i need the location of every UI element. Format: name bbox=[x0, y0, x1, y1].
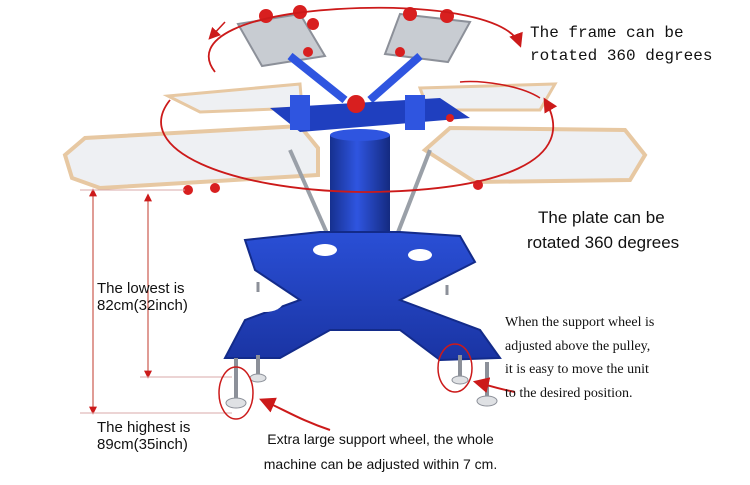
frame-rotation-note: The frame can be rotated 360 degrees bbox=[530, 22, 712, 68]
lowest-height-line-2: 82cm(32inch) bbox=[97, 297, 188, 314]
rotating-hub bbox=[183, 95, 483, 195]
print-head-clamps bbox=[236, 5, 472, 104]
support-wheel-line-1: When the support wheel is bbox=[505, 315, 655, 330]
plate-rotation-arrow bbox=[160, 80, 558, 193]
highest-height-line-2: 89cm(35inch) bbox=[97, 436, 188, 453]
frame-rotation-line-2: rotated 360 degrees bbox=[530, 47, 713, 65]
support-wheel-line-2: adjusted above the pulley, bbox=[505, 338, 651, 354]
extra-wheel-note: Extra large support wheel, the whole mac… bbox=[243, 427, 518, 477]
support-wheel-line-3: it is easy to move the unit bbox=[505, 362, 649, 377]
height-dimension-lines bbox=[80, 188, 232, 415]
support-wheel-note: When the support wheel is adjusted above… bbox=[505, 311, 654, 405]
highest-height-note: The highest is 89cm(35inch) bbox=[97, 419, 190, 453]
lowest-height-note: The lowest is 82cm(32inch) bbox=[97, 280, 188, 314]
frame-rotation-line-1: The frame can be bbox=[530, 24, 684, 42]
extra-wheel-line-2: machine can be adjusted within 7 cm. bbox=[263, 456, 498, 472]
machine-base bbox=[223, 231, 502, 409]
plate-rotation-note: The plate can be rotated 360 degrees bbox=[527, 205, 679, 255]
support-wheel-line-4: to the desired position. bbox=[505, 385, 633, 401]
extra-wheel-line-1: Extra large support wheel, the whole bbox=[267, 431, 494, 447]
support-wheel-callout bbox=[437, 343, 516, 393]
lowest-height-line-1: The lowest is bbox=[97, 280, 185, 297]
plate-rotation-line-2: rotated 360 degrees bbox=[527, 233, 680, 252]
plate-rotation-line-1: The plate can be bbox=[538, 208, 665, 227]
highest-height-line-1: The highest is bbox=[97, 419, 191, 436]
frame-rotation-arrow bbox=[208, 6, 523, 73]
extra-wheel-callout bbox=[218, 366, 331, 431]
